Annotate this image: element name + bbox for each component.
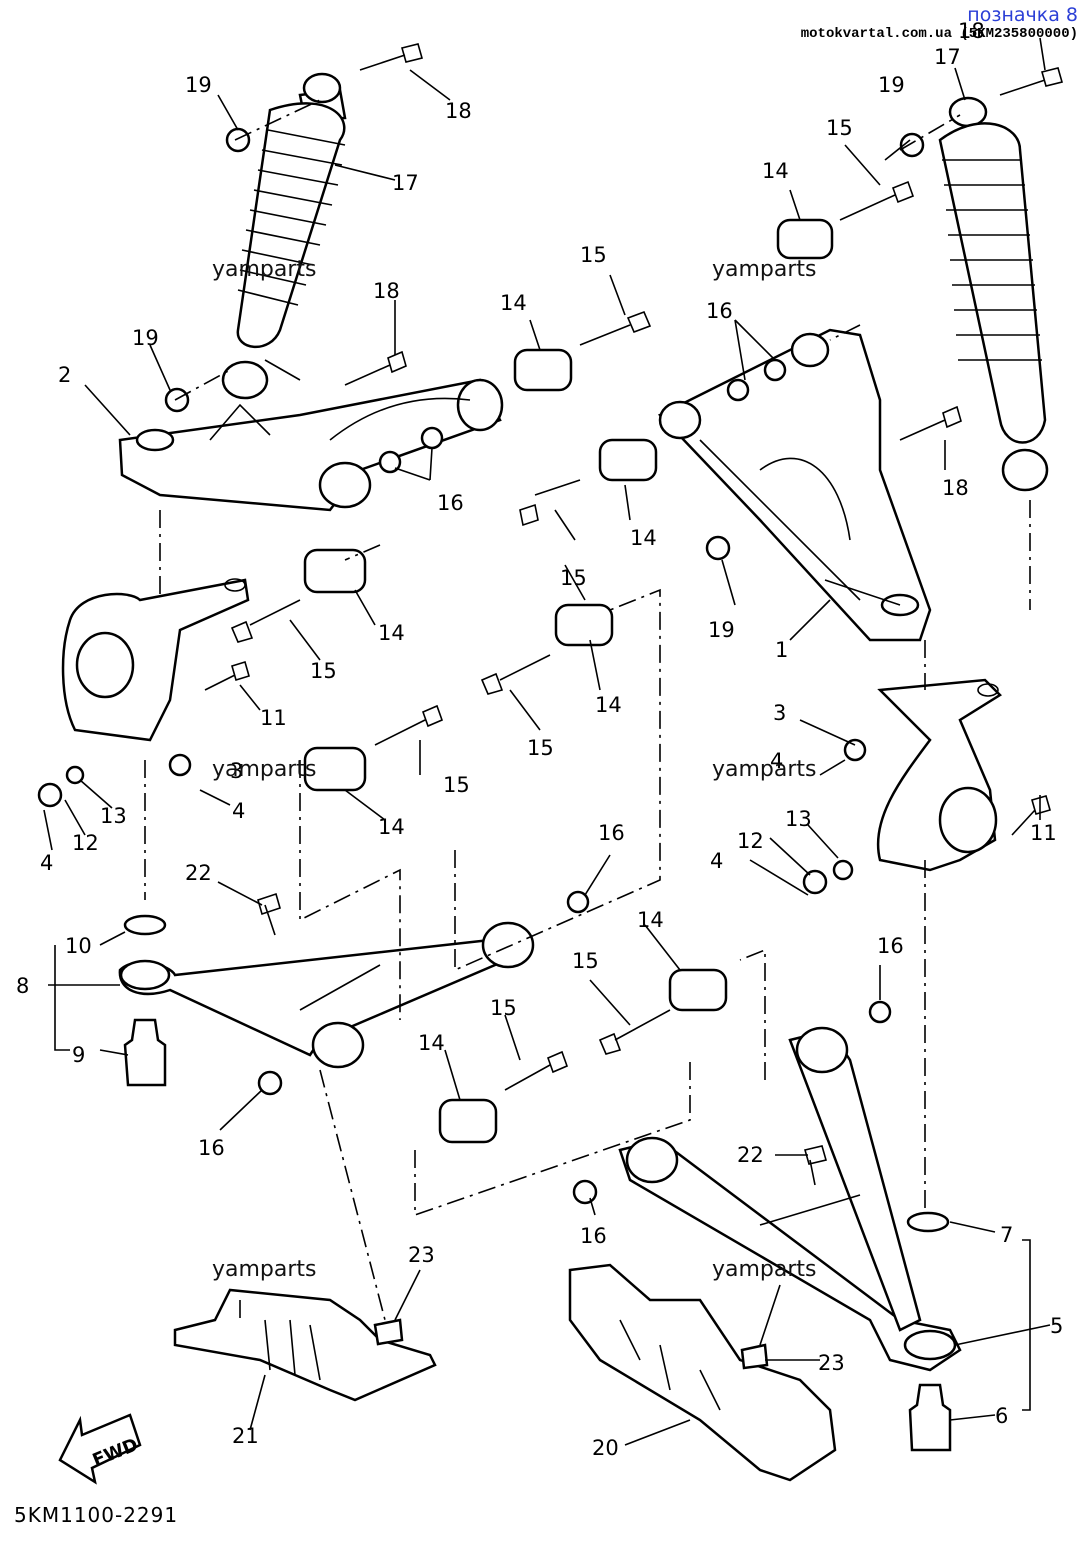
label-3: 3 [773,701,786,725]
watermark: yamparts [712,257,817,282]
label-18: 18 [942,476,969,500]
label-4: 4 [710,849,723,873]
label-18: 18 [958,19,985,43]
label-14: 14 [595,693,622,717]
label-18: 18 [373,279,400,303]
left-upper-arm [118,378,504,512]
label-23: 23 [818,1351,845,1375]
label-5: 5 [1050,1314,1063,1338]
label-14: 14 [637,908,664,932]
label-7: 7 [1000,1223,1013,1247]
label-22: 22 [737,1143,764,1167]
source-site: motokvartal.com.ua (5KM235800000) [800,26,1078,42]
label-16: 16 [198,1136,225,1160]
left-guard [173,1288,437,1402]
label-19: 19 [185,73,212,97]
label-18: 18 [445,99,472,123]
label-14: 14 [630,526,657,550]
label-3: 3 [230,759,243,783]
nuts [37,127,925,1205]
left-lower-arm [118,921,535,1069]
label-2: 2 [58,363,71,387]
label-9: 9 [72,1043,85,1067]
leader-lines [43,37,1051,1446]
label-16: 16 [437,491,464,515]
label-16: 16 [598,821,625,845]
label-21: 21 [232,1424,259,1448]
label-19: 19 [708,618,735,642]
label-15: 15 [527,736,554,760]
bolts [204,43,1063,1186]
right-guard [568,1263,837,1482]
label-6: 6 [995,1404,1008,1428]
label-4: 4 [232,799,245,823]
page-header: позначка 8 motokvartal.com.ua (5KM235800… [801,4,1078,42]
label-23: 23 [408,1243,435,1267]
label-10: 10 [65,934,92,958]
watermark: yamparts [212,257,317,282]
left-knuckle [61,578,250,742]
label-17: 17 [934,45,961,69]
label-13: 13 [100,804,127,828]
label-22: 22 [185,861,212,885]
callout-labels: 19 18 17 18 19 2 14 15 16 15 14 14 15 14… [16,19,1063,1460]
label-16: 16 [580,1224,607,1248]
label-12: 12 [72,831,99,855]
label-15: 15 [310,659,337,683]
label-15: 15 [443,773,470,797]
right-shock-absorber [938,96,1049,492]
label-14: 14 [378,815,405,839]
watermark: yamparts [712,1257,817,1282]
ball-joints [123,914,952,1452]
right-upper-arm [657,328,932,642]
watermark: yamparts [212,1257,317,1282]
label-14: 14 [762,159,789,183]
label-4: 4 [40,851,53,875]
right-knuckle [876,678,1002,872]
label-13: 13 [785,807,812,831]
label-11: 11 [260,706,287,730]
label-20: 20 [592,1436,619,1460]
clips [373,1318,769,1370]
label-12: 12 [737,829,764,853]
label-11: 11 [1030,821,1057,845]
label-15: 15 [826,116,853,140]
watermark: yamparts [212,757,317,782]
assembly-lines [144,99,1031,1321]
bushings [303,218,834,1144]
label-15: 15 [560,566,587,590]
diagram-code: 5KM1100-2291 [14,1503,179,1527]
watermark: yamparts [712,757,817,782]
label-15: 15 [580,243,607,267]
label-16: 16 [877,934,904,958]
left-shock-absorber [221,72,347,400]
label-1: 1 [775,638,788,662]
label-14: 14 [378,621,405,645]
label-15: 15 [572,949,599,973]
label-19: 19 [878,73,905,97]
label-16: 16 [706,299,733,323]
label-8: 8 [16,974,29,998]
right-lower-arm [618,1026,962,1372]
label-4: 4 [770,749,783,773]
label-14: 14 [418,1031,445,1055]
label-17: 17 [392,171,419,195]
label-15: 15 [490,996,517,1020]
label-14: 14 [500,291,527,315]
label-19: 19 [132,326,159,350]
diagram-mark: позначка 8 [967,4,1078,26]
fwd-arrow-icon: FWD [58,1413,142,1485]
